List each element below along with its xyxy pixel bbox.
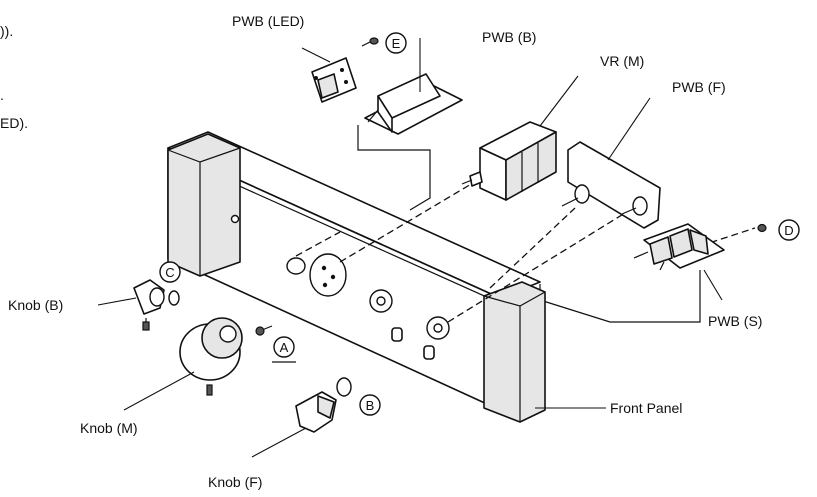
marker-c-circle (159, 261, 181, 283)
margin-fragment-2: . (0, 87, 4, 103)
label-front-panel: Front Panel (610, 400, 682, 416)
knob-b-face (149, 287, 165, 307)
wire-pwb-b (357, 125, 431, 211)
screw-d-head (757, 223, 767, 233)
dash-pwb-f-2 (489, 207, 576, 289)
pwb-f-pot-1 (574, 184, 590, 204)
pwb-s-switch-3 (689, 229, 709, 255)
vr-m-potentiometer (461, 121, 557, 201)
pwb-b-lever (367, 109, 379, 123)
vr-m-side (505, 131, 557, 201)
leader-vr-m (539, 75, 579, 127)
marker-b: B (359, 394, 381, 416)
knob-m (179, 317, 243, 396)
leader-pwb-s (703, 269, 723, 301)
margin-fragment-1: )). (0, 23, 13, 39)
knob-m-setscrew (206, 384, 213, 396)
panel-hole-m (309, 253, 347, 297)
panel-small-hole (230, 214, 240, 224)
left-block-top-edge (167, 147, 241, 163)
marker-c-letter: C (165, 265, 174, 280)
panel-hole-b (286, 257, 306, 275)
vr-m-shaft-base (469, 171, 483, 187)
pwb-f-pot-2 (632, 196, 648, 216)
label-pwb-led: PWB (LED) (232, 13, 304, 29)
margin-fragment-3: ED). (0, 115, 28, 131)
knob-f-assembly (295, 377, 352, 433)
panel-button-2 (423, 345, 435, 360)
leader-lines (97, 38, 723, 458)
pwb-s-pin-1 (633, 251, 649, 259)
panel-hole-m-dot-1 (321, 265, 327, 271)
pwb-b-switch-side (377, 95, 393, 133)
panel-hole-m-dot-2 (330, 274, 336, 280)
marker-a-letter: A (280, 340, 289, 355)
pwb-f-board (561, 141, 661, 229)
marker-b-letter: B (366, 398, 375, 413)
pwb-f-shaft-2 (621, 207, 637, 215)
marker-e: E (385, 32, 407, 54)
washer-c (168, 290, 180, 306)
label-pwb-b: PWB (B) (482, 29, 536, 45)
pwb-s-board (633, 223, 725, 271)
knob-f-face (317, 395, 335, 419)
chassis-left-end-block (167, 133, 241, 277)
screw-e-head (369, 37, 379, 45)
label-vr-m: VR (M) (600, 53, 644, 69)
screw-a-head (255, 326, 265, 336)
pwb-led-pin-3 (314, 76, 318, 80)
right-block-top-edge (483, 291, 546, 307)
pwb-led-component (317, 73, 339, 99)
leader-knob-b (97, 297, 137, 306)
wire-pwb-s (539, 270, 701, 323)
label-knob-b: Knob (B) (8, 297, 63, 313)
leader-knob-m (123, 371, 195, 411)
panel-hole-f-inner (376, 296, 386, 306)
marker-e-circle (385, 32, 407, 54)
dash-pwb-f (447, 209, 631, 323)
label-pwb-f: PWB (F) (672, 79, 726, 95)
marker-a-circle (273, 336, 295, 358)
pwb-led-board (311, 57, 357, 103)
marker-d-circle (778, 219, 800, 241)
pwb-b-board (364, 73, 463, 135)
leader-knob-f (251, 427, 307, 458)
marker-b-circle (359, 394, 381, 416)
screw-e (361, 37, 379, 47)
screw-a (255, 325, 273, 336)
pwb-s-pin-2 (659, 261, 665, 271)
panel-hole-s-inner (433, 323, 443, 333)
front-panel-chassis (167, 131, 546, 423)
chassis-recess-line (207, 171, 521, 313)
screw-d (757, 223, 767, 233)
marker-e-letter: E (392, 36, 401, 51)
marker-a: A (272, 336, 296, 363)
washer-b (336, 377, 352, 397)
alignment-lines (295, 179, 756, 323)
marker-d-letter: D (784, 223, 793, 238)
panel-button-1 (391, 327, 403, 342)
pwb-led-pin-2 (344, 80, 348, 84)
vr-m-shaft (461, 179, 473, 185)
panel-hole-m-dot-3 (322, 282, 328, 288)
pwb-led-pin-1 (340, 68, 344, 72)
knob-b-assembly (133, 279, 180, 331)
chassis-right-end-block (483, 281, 546, 423)
knob-b-setscrew-head (142, 321, 150, 331)
marker-d: D (778, 219, 800, 241)
label-knob-f: Knob (F) (208, 474, 262, 490)
dash-knob-b (295, 231, 341, 257)
dash-screw-d (699, 227, 756, 247)
knob-m-cap (219, 325, 237, 343)
pwb-s-switch-2 (669, 228, 693, 258)
pwb-s-switch-1 (649, 236, 673, 265)
label-knob-m: Knob (M) (80, 420, 138, 436)
leader-pwb-f (607, 97, 651, 161)
marker-c: C (159, 261, 181, 283)
leader-pwb-led (301, 47, 331, 63)
label-pwb-s: PWB (S) (708, 313, 762, 329)
pwb-f-shaft-1 (561, 197, 579, 207)
dash-vr-m (339, 179, 479, 263)
